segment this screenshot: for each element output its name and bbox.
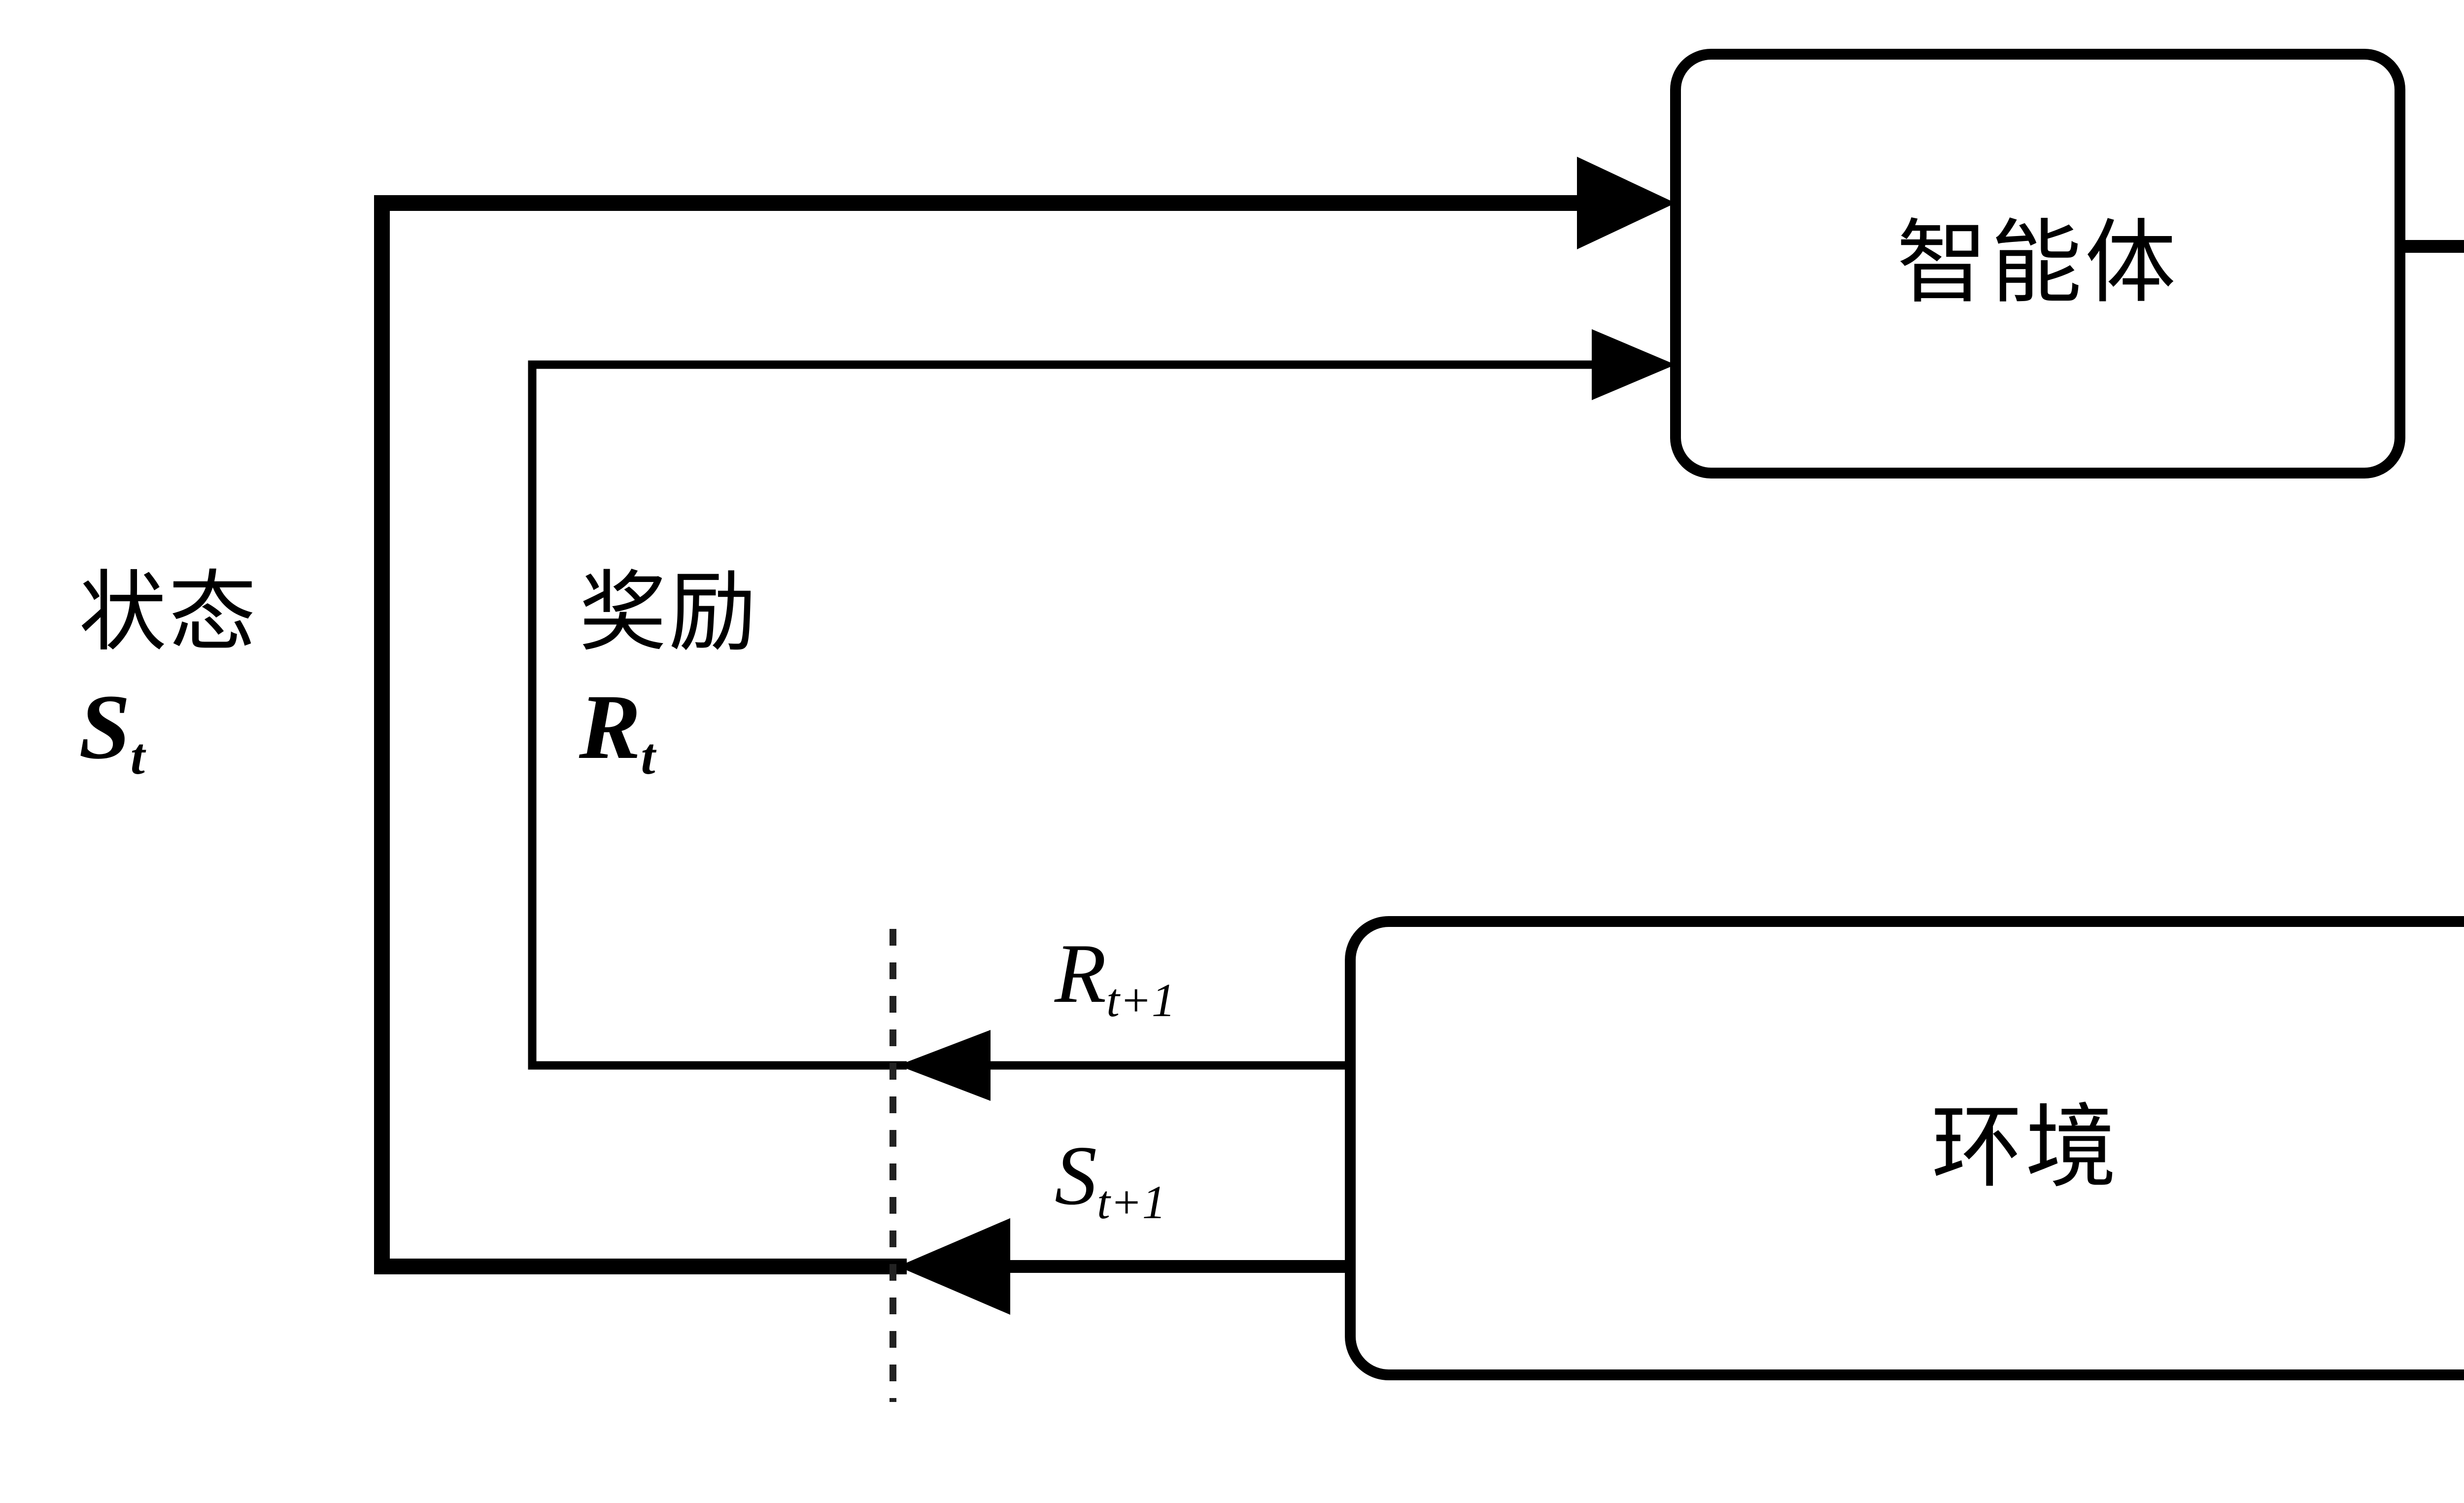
agent-box[interactable]: [1670, 49, 2405, 478]
edge-reward-path: [528, 329, 1676, 1070]
state-next-label: St+1: [1055, 1129, 1166, 1229]
state-label-group: 状态 St: [79, 564, 258, 785]
reward-label-cn: 奖励: [579, 564, 758, 662]
edge-state-next: [898, 1218, 1350, 1315]
state-label-cn: 状态: [79, 564, 258, 662]
reward-label-symbol: Rt: [579, 675, 655, 785]
reward-label-group: 奖励 Rt: [579, 564, 758, 785]
agent-box-label: 智能体: [1896, 213, 2179, 314]
edge-reward-next: [898, 1030, 1350, 1101]
environment-box-label: 环境: [1931, 1097, 2120, 1199]
environment-box[interactable]: [1345, 916, 2464, 1380]
reward-next-label: Rt+1: [1055, 927, 1175, 1026]
state-label-symbol: St: [79, 675, 145, 785]
edge-state-path: [374, 157, 1676, 1274]
